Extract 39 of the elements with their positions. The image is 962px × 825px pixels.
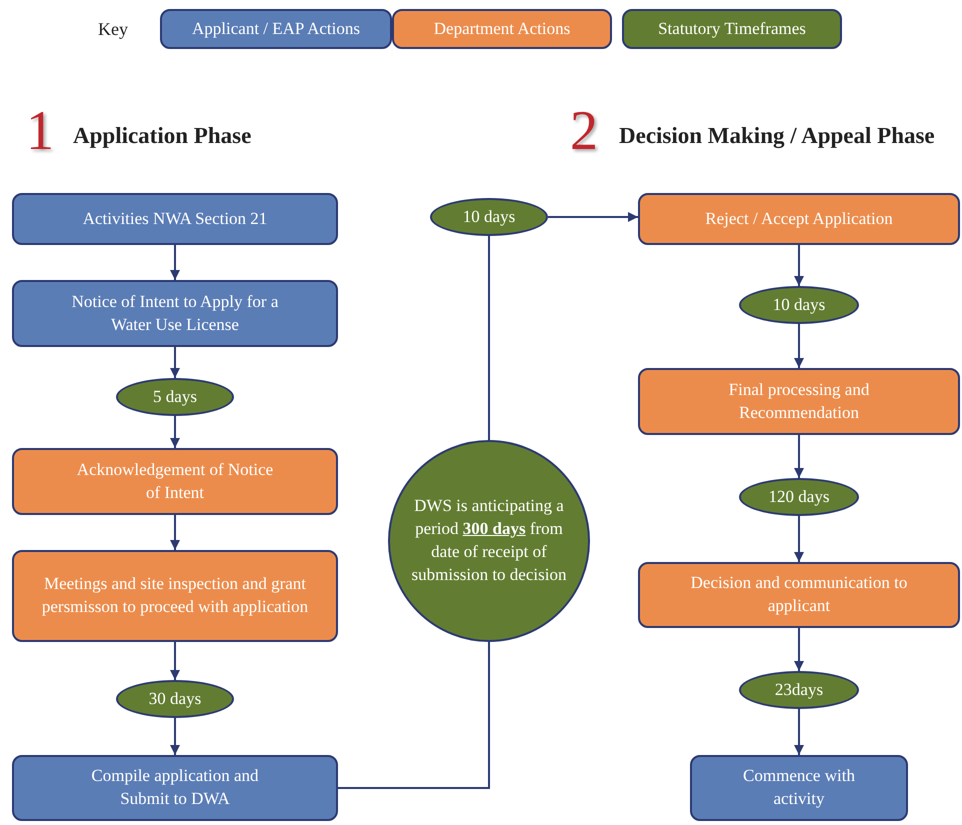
phase-heading: Decision Making / Appeal Phase (619, 123, 935, 149)
timeframe-ellipse: 30 days (116, 680, 234, 718)
action-box: Final processing and Recommendation (638, 368, 960, 435)
phase-number: 1 (26, 103, 54, 159)
action-box: Reject / Accept Application (638, 193, 960, 245)
action-box: Meetings and site inspection and grant persmisson to proceed with application (12, 550, 338, 642)
arrow (170, 718, 180, 755)
arrow (794, 435, 804, 478)
action-box: Activities NWA Section 21 (12, 193, 338, 245)
legend-item: Applicant / EAP Actions (160, 9, 392, 49)
arrow (170, 245, 180, 280)
legend-item: Department Actions (392, 9, 612, 49)
timeframe-circle: DWS is anticipating a period 300 days from date of receipt of submission to decision (388, 440, 590, 642)
action-box: Compile application and Submit to DWA (12, 755, 338, 821)
action-box: Commence with activity (690, 755, 908, 821)
phase-heading: Application Phase (73, 123, 252, 149)
arrow (170, 515, 180, 550)
timeframe-ellipse: 10 days (430, 198, 548, 236)
arrow (794, 628, 804, 671)
connector-line (488, 236, 490, 440)
arrow (794, 709, 804, 755)
arrow (548, 212, 638, 222)
timeframe-ellipse: 120 days (739, 478, 859, 516)
arrow (794, 516, 804, 562)
timeframe-ellipse: 10 days (739, 286, 859, 324)
arrow (170, 642, 180, 680)
action-box: Acknowledgement of Notice of Intent (12, 448, 338, 515)
connector-line (338, 642, 490, 789)
timeframe-ellipse: 5 days (116, 378, 234, 416)
key-label: Key (98, 19, 128, 40)
action-box: Notice of Intent to Apply for a Water Use License (12, 280, 338, 347)
action-box: Decision and communication to applicant (638, 562, 960, 628)
arrow (170, 416, 180, 448)
arrow (170, 347, 180, 378)
legend-item: Statutory Timeframes (622, 9, 842, 49)
timeframe-ellipse: 23days (739, 671, 859, 709)
arrow (794, 245, 804, 286)
phase-number: 2 (570, 103, 598, 159)
arrow (794, 324, 804, 368)
